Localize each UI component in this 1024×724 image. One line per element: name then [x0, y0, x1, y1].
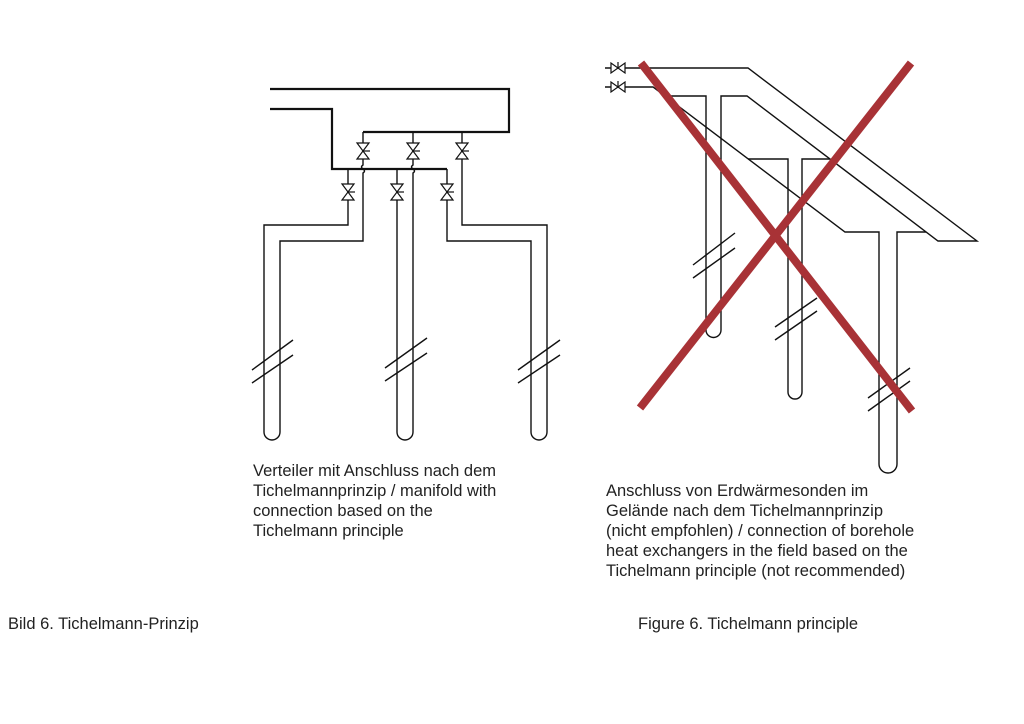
valve-icon: [406, 142, 421, 160]
valve-icon: [390, 183, 405, 201]
caption-line: Tichelmann principle: [253, 522, 404, 540]
valve-icon: [610, 61, 626, 74]
caption-line: Tichelmann principle (not recommended): [606, 562, 906, 580]
return-header: [270, 107, 447, 171]
caption-line: Gelände nach dem Tichelmannprinzip: [606, 502, 883, 520]
supply-header: [270, 87, 511, 134]
field-diagram: [605, 60, 980, 474]
valve-icon: [356, 142, 371, 160]
break-marks: [692, 232, 911, 412]
caption-line: Anschluss von Erdwärmesonden im: [606, 482, 869, 500]
figure-label-english: Figure 6. Tichelmann principle: [638, 615, 859, 633]
not-recommended-cross-icon: [636, 60, 916, 414]
caption-line: Verteiler mit Anschluss nach dem: [253, 462, 497, 480]
caption-line: heat exchangers in the field based on th…: [606, 542, 908, 560]
break-marks: [251, 337, 561, 384]
caption-line: Tichelmannprinzip / manifold with: [253, 482, 497, 500]
caption-line: (nicht empfohlen) / connection of boreho…: [606, 522, 915, 540]
valve-icon: [341, 183, 356, 201]
valve-icon: [455, 142, 470, 160]
manifold-caption: Verteiler mit Anschluss nach dem Tichelm…: [253, 461, 573, 541]
caption-line: connection based on the: [253, 502, 433, 520]
valve-icon: [440, 183, 455, 201]
field-caption: Anschluss von Erdwärmesonden im Gelände …: [606, 481, 1006, 581]
manifold-diagram: [251, 87, 561, 441]
figure-label-german: Bild 6. Tichelmann-Prinzip: [8, 615, 199, 633]
valve-icon: [610, 80, 626, 93]
